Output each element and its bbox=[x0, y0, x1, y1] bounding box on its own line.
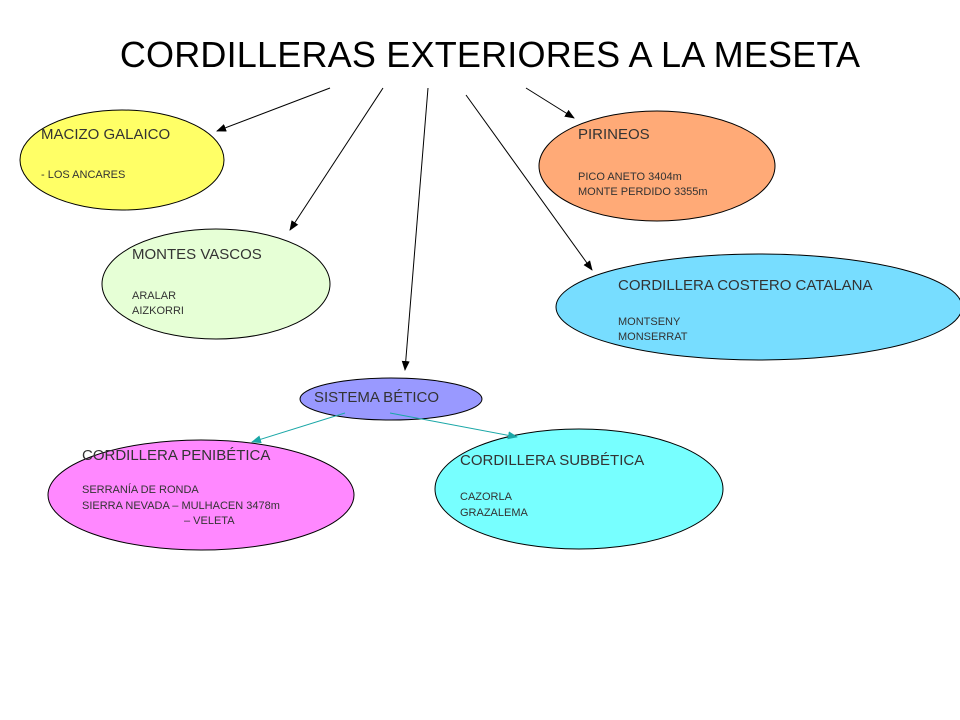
macizo-galaico-label: MACIZO GALAICO bbox=[41, 126, 171, 143]
arrow-to-macizo-galaico bbox=[216, 87, 331, 132]
costero-catalana-label: CORDILLERA COSTERO CATALANA bbox=[618, 277, 873, 294]
subbetica-item: CAZORLA bbox=[460, 491, 512, 503]
montes-vascos-item: ARALAR bbox=[132, 290, 177, 302]
pirineos-label: PIRINEOS bbox=[578, 126, 650, 143]
subbetica-item: GRAZALEMA bbox=[460, 507, 528, 519]
arrow-to-pirineos bbox=[525, 87, 575, 119]
costero-catalana-item: MONTSENY bbox=[618, 316, 681, 328]
costero-catalana-item: MONSERRAT bbox=[618, 331, 688, 343]
node-costero-catalana bbox=[555, 253, 960, 361]
penibetica-item: SIERRA NEVADA – MULHACEN 3478m bbox=[82, 500, 280, 512]
node-penibetica bbox=[47, 439, 355, 551]
node-pirineos bbox=[538, 110, 776, 222]
montes-vascos-label: MONTES VASCOS bbox=[132, 246, 262, 263]
penibetica-label: CORDILLERA PENIBÉTICA bbox=[82, 447, 271, 464]
sistema-betico-label: SISTEMA BÉTICO bbox=[314, 389, 440, 406]
diagram-title: CORDILLERAS EXTERIORES A LA MESETA bbox=[119, 34, 861, 75]
node-montes-vascos bbox=[101, 228, 331, 340]
arrow-to-costero-catalana bbox=[465, 94, 593, 271]
pirineos-item: PICO ANETO 3404m bbox=[578, 171, 682, 183]
pirineos-item: MONTE PERDIDO 3355m bbox=[578, 186, 708, 198]
penibetica-item: – VELETA bbox=[184, 515, 235, 527]
montes-vascos-item: AIZKORRI bbox=[132, 305, 184, 317]
penibetica-item: SERRANÍA DE RONDA bbox=[82, 484, 199, 496]
arrow-to-penibetica bbox=[251, 412, 346, 444]
node-macizo-galaico bbox=[19, 109, 225, 211]
node-subbetica bbox=[434, 428, 724, 550]
arrow-to-sistema-betico bbox=[401, 87, 429, 371]
arrow-to-subbetica bbox=[389, 412, 518, 440]
node-sistema-betico bbox=[299, 377, 483, 421]
arrow-to-montes-vascos bbox=[289, 87, 384, 231]
macizo-galaico-item: - LOS ANCARES bbox=[41, 169, 126, 181]
subbetica-label: CORDILLERA SUBBÉTICA bbox=[460, 452, 645, 469]
